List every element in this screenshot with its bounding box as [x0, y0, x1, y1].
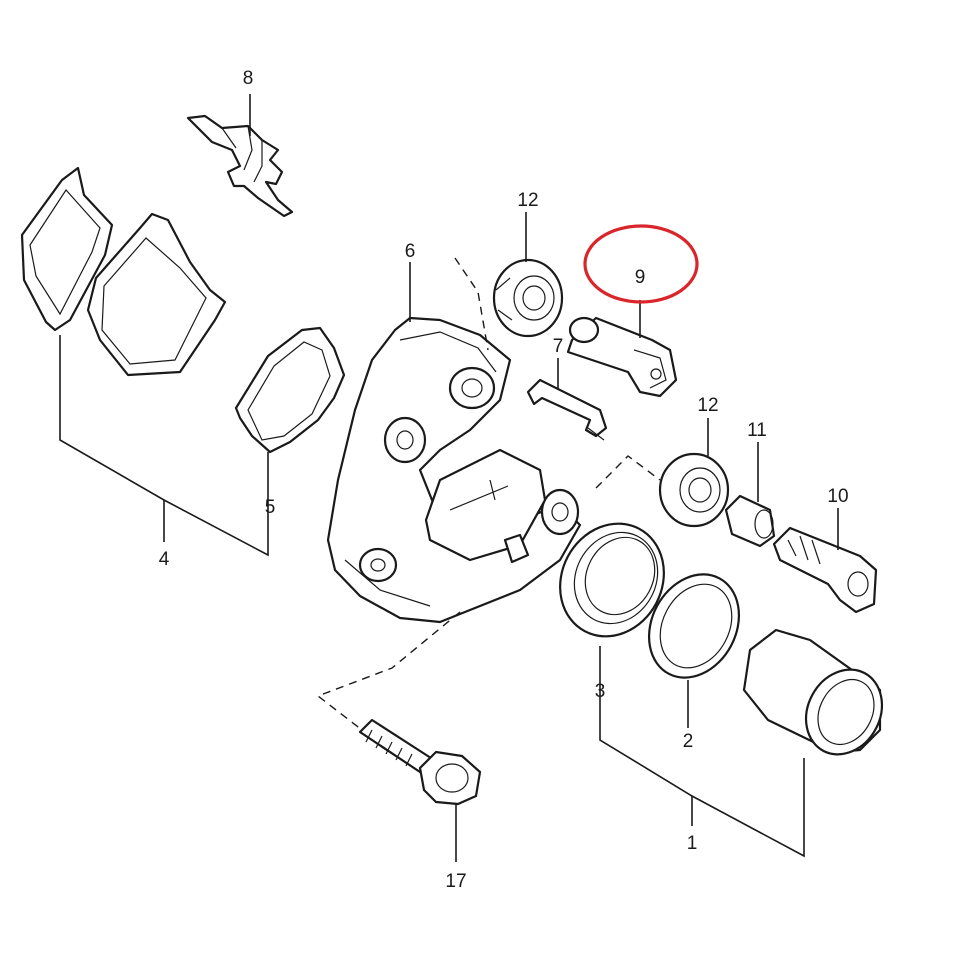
- part-5-shim: [234, 326, 346, 454]
- part-12-boot-upper: [492, 258, 564, 338]
- dash-line-17: [316, 611, 461, 731]
- label-6: 6: [405, 241, 416, 262]
- label-3: 3: [595, 681, 606, 702]
- part-8-pad-spring: [186, 114, 294, 218]
- part-2-piston-seal: [647, 573, 741, 679]
- label-7: 7: [553, 336, 564, 357]
- part-1-piston: [742, 628, 884, 756]
- label-17: 17: [445, 871, 466, 892]
- label-11: 11: [747, 420, 767, 441]
- label-1: 1: [687, 833, 698, 854]
- label-10: 10: [827, 486, 848, 507]
- part-6-caliper-bracket: [326, 316, 582, 624]
- part-9-guide-pin: [566, 316, 678, 398]
- part-11-bushing: [724, 494, 776, 548]
- label-5: 5: [265, 497, 276, 518]
- label-2: 2: [683, 731, 694, 752]
- part-12-boot-lower: [658, 452, 730, 528]
- label-4: 4: [159, 549, 170, 570]
- label-12-upper: 12: [517, 190, 538, 211]
- part-7-pin-clip: [526, 378, 608, 441]
- label-9: 9: [635, 267, 646, 288]
- label-12-lower: 12: [697, 395, 718, 416]
- part-10-slide-pin: [772, 526, 878, 614]
- label-8: 8: [243, 68, 254, 89]
- dash-line-12b: [595, 455, 661, 489]
- part-3-dust-seal: [559, 522, 665, 638]
- part-17-bolt: [358, 718, 482, 806]
- highlight-circle: [583, 224, 699, 304]
- part-4-brake-pads: [20, 166, 227, 377]
